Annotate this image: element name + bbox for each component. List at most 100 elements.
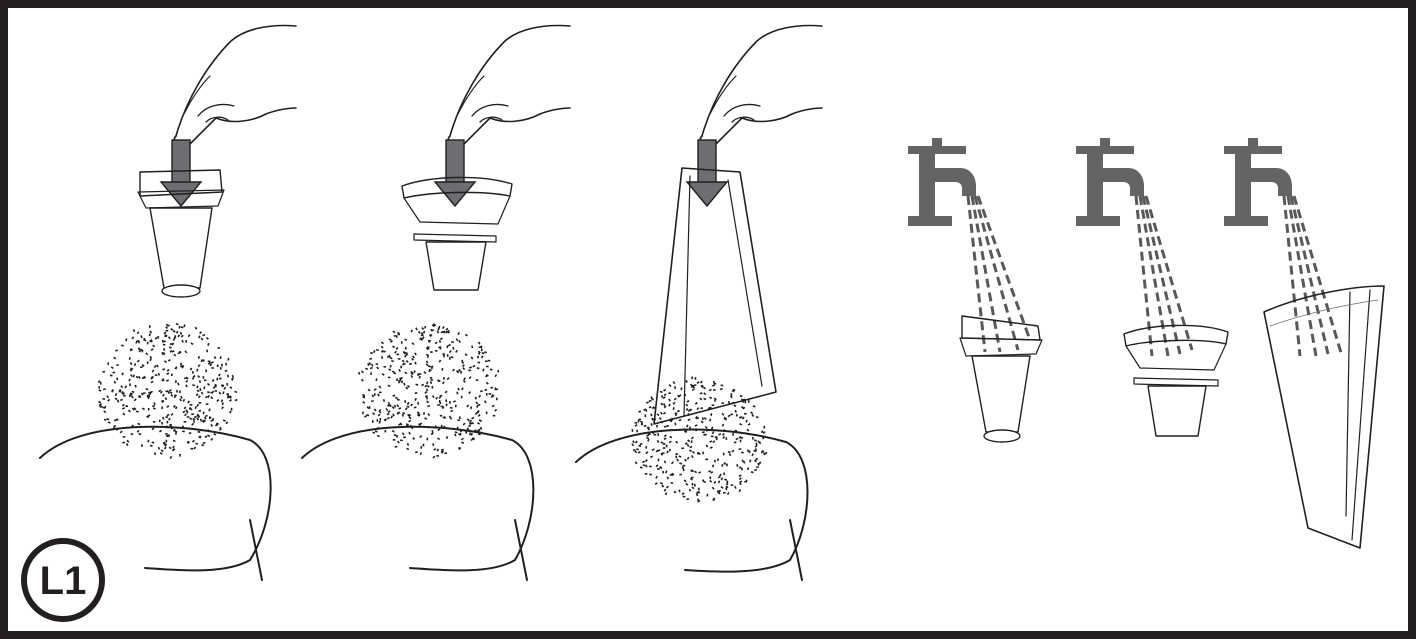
dust-speck (748, 400, 750, 403)
hand-press-icon (448, 26, 570, 147)
dust-speck (658, 459, 660, 462)
dust-speck (413, 370, 415, 373)
dust-speck (370, 352, 373, 354)
dust-speck (739, 417, 742, 419)
dust-speck (171, 373, 173, 376)
dust-speck (446, 345, 448, 348)
dust-speck (176, 323, 179, 325)
dust-speck (736, 414, 738, 417)
dust-speck (217, 347, 220, 349)
dust-speck (141, 444, 143, 447)
dust-speck (414, 362, 416, 365)
dust-speck (713, 389, 716, 391)
dust-speck (465, 353, 468, 356)
dust-speck (477, 356, 479, 359)
dust-speck (747, 467, 749, 470)
dust-speck (720, 486, 723, 489)
dust-speck (447, 354, 449, 357)
dust-speck (361, 371, 364, 374)
dust-speck (151, 348, 154, 351)
dust-speck (192, 371, 194, 374)
dust-speck (424, 391, 427, 394)
dust-speck (462, 367, 465, 370)
dust-speck (702, 417, 704, 420)
dust-speck (381, 341, 384, 344)
dust-speck (106, 418, 109, 420)
dust-speck (660, 482, 663, 484)
dust-speck (699, 398, 702, 401)
dust-speck (689, 489, 691, 492)
dust-speck (481, 355, 483, 358)
dust-speck (383, 399, 385, 402)
water-stream (1136, 196, 1192, 356)
dust-speck (461, 387, 464, 390)
dust-speck (684, 459, 687, 462)
dust-speck (173, 330, 176, 333)
dust-speck (100, 382, 102, 385)
dust-speck (745, 420, 747, 423)
dust-speck (685, 403, 688, 406)
dust-speck (165, 416, 168, 418)
dust-speck (442, 381, 445, 384)
dust-speck (192, 384, 195, 386)
dust-speck (423, 331, 426, 334)
dust-speck (122, 407, 125, 409)
dust-speck (184, 421, 187, 423)
dust-speck (388, 377, 391, 379)
dust-speck (418, 331, 421, 334)
dust-speck (494, 409, 497, 412)
dust-speck (221, 364, 223, 367)
dust-speck (432, 443, 434, 446)
dust-speck (108, 421, 111, 423)
dust-speck (739, 448, 742, 450)
dust-speck (398, 423, 401, 425)
dust-speck (168, 359, 171, 362)
dust-speck (172, 446, 175, 449)
dust-speck (468, 391, 471, 394)
dust-speck (751, 453, 754, 456)
dust-speck (728, 415, 731, 418)
dust-speck (649, 465, 652, 467)
dust-speck (711, 435, 714, 437)
dust-speck (415, 451, 418, 453)
dust-speck (415, 384, 418, 386)
dust-speck (478, 395, 481, 398)
dust-speck (396, 378, 398, 381)
dust-speck (133, 329, 135, 332)
dust-speck (225, 370, 228, 372)
dust-speck (427, 405, 430, 407)
dust-speck (210, 424, 213, 427)
dust-speck (657, 468, 660, 470)
dust-speck (223, 419, 226, 421)
dust-speck (229, 399, 232, 402)
dust-speck (439, 340, 441, 343)
dust-speck (471, 433, 473, 436)
dust-speck (169, 350, 172, 353)
dust-speck (710, 413, 712, 416)
dust-speck (185, 384, 188, 387)
dust-speck (369, 406, 371, 409)
dust-speck (415, 327, 418, 330)
dust-speck (488, 360, 491, 362)
dust-speck (123, 436, 126, 438)
dust-speck (159, 430, 162, 433)
dust-speck (113, 357, 116, 360)
dust-speck (212, 379, 215, 382)
dust-speck (130, 362, 133, 365)
dust-speck (719, 474, 722, 477)
dust-speck (443, 416, 446, 419)
dust-speck (211, 361, 214, 363)
dust-speck (650, 456, 653, 459)
dust-speck (193, 447, 196, 450)
dust-speck (712, 431, 715, 434)
dust-speck (435, 342, 438, 345)
dust-speck (164, 446, 166, 449)
dust-speck (697, 452, 699, 455)
dust-speck (148, 408, 150, 411)
dust-speck (125, 338, 127, 341)
dust-speck (441, 368, 443, 371)
dust-speck (394, 434, 397, 436)
dust-speck (740, 395, 743, 397)
dust-particles (631, 377, 767, 503)
dust-speck (749, 459, 751, 462)
